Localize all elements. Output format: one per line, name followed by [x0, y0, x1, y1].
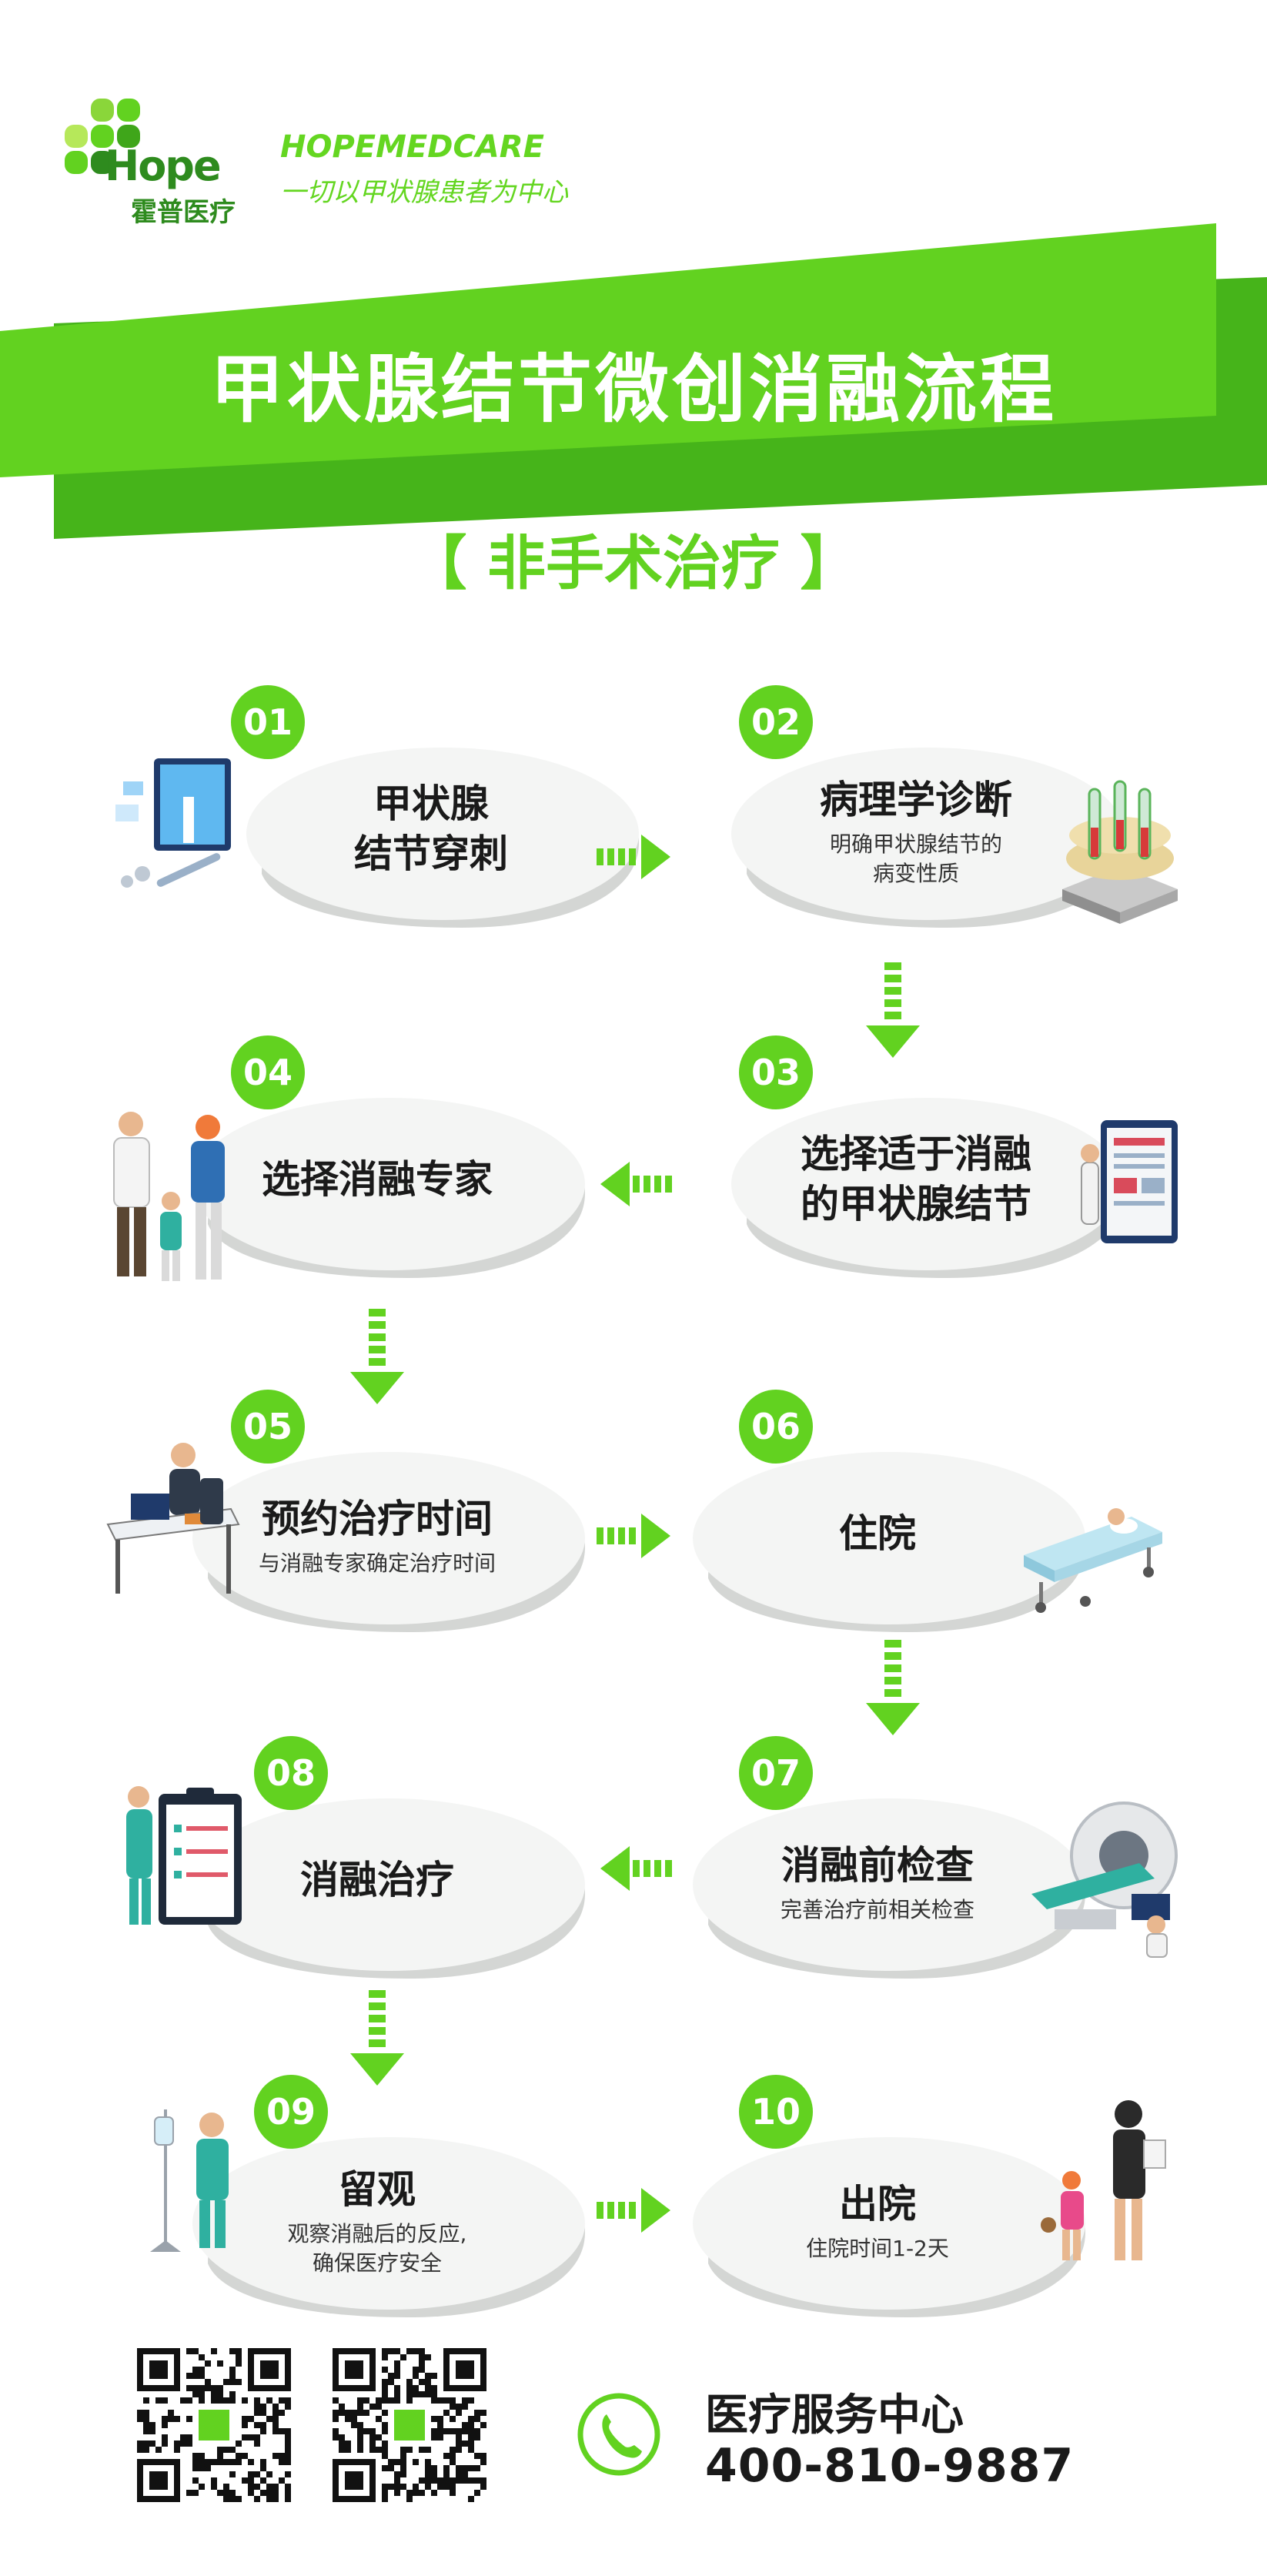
step-number-badge: 05: [231, 1390, 305, 1464]
flow-arrow-right: [597, 2183, 670, 2240]
brand-name: HOPEMEDCARE: [280, 129, 544, 165]
doctor-desk-icon: [106, 1443, 240, 1594]
step-oval: [693, 1798, 1085, 1979]
doctor-family-icon: [113, 1112, 225, 1281]
page-subtitle: 【 非手术治疗 】: [408, 529, 859, 597]
step-oval: [693, 1452, 1085, 1632]
step-number-badge: 10: [739, 2075, 813, 2149]
step-description: 完善治疗前相关检查: [780, 1896, 974, 1922]
step-text: 选择适于消融 的甲状腺结节: [716, 1086, 1116, 1278]
step-title: 消融前检查: [781, 1842, 974, 1888]
service-phone-number[interactable]: 400-810-9887: [705, 2439, 1075, 2493]
hospital-bed-icon: [1024, 1508, 1162, 1613]
qr-code-icon[interactable]: [333, 2348, 486, 2502]
step-text: 预约治疗时间与消融专家确定治疗时间: [177, 1440, 577, 1632]
flow-arrow-left: [600, 1157, 674, 1214]
step-text: 病理学诊断明确甲状腺结节的 病变性质: [716, 735, 1116, 928]
monitor-syringe-icon: [115, 758, 231, 888]
page-title: 甲状腺结节微创消融流程: [210, 346, 1057, 433]
logo-mark: [62, 99, 185, 183]
flow-arrow-down: [866, 1640, 920, 1738]
step-title: 甲状腺 结节穿刺: [354, 781, 508, 876]
walking-family-icon: [1041, 2100, 1166, 2260]
step-number-badge: 01: [231, 685, 305, 759]
clipboard-nurse-icon: [126, 1786, 242, 1925]
step-title: 选择消融专家: [262, 1156, 493, 1202]
step-number-badge: 07: [739, 1736, 813, 1810]
step-title: 消融治疗: [300, 1857, 454, 1902]
step-number-badge: 02: [739, 685, 813, 759]
step-text: 甲状腺 结节穿刺: [231, 735, 631, 928]
step-text: 选择消融专家: [177, 1086, 577, 1278]
step-text: 留观观察消融后的反应, 确保医疗安全: [177, 2125, 577, 2317]
brand-slogan: 一切以甲状腺患者为中心: [280, 177, 568, 208]
step-title: 住院: [839, 1510, 916, 1556]
step-title: 选择适于消融 的甲状腺结节: [801, 1132, 1031, 1226]
qr-code-icon[interactable]: [137, 2348, 291, 2502]
step-number-badge: 04: [231, 1035, 305, 1109]
flow-arrow-right: [597, 830, 670, 887]
step-oval: [192, 2137, 585, 2317]
title-banner: [0, 223, 1267, 539]
flow-arrow-down: [350, 1309, 404, 1407]
step-text: 消融治疗: [177, 1786, 577, 1979]
step-card-1: 甲状腺 结节穿刺: [231, 735, 662, 935]
step-description: 观察消融后的反应, 确保医疗安全: [287, 2220, 467, 2276]
flow-arrow-down: [866, 962, 920, 1061]
step-description: 明确甲状腺结节的 病变性质: [829, 831, 1002, 886]
step-text: 出院住院时间1-2天: [677, 2125, 1078, 2317]
service-center-label: 医疗服务中心: [705, 2390, 964, 2441]
step-card-5: 预约治疗时间与消融专家确定治疗时间: [177, 1440, 608, 1640]
step-oval: [192, 1798, 585, 1979]
logo-chinese-name: 霍普医疗: [131, 197, 236, 228]
step-card-2: 病理学诊断明确甲状腺结节的 病变性质: [716, 735, 1147, 935]
step-card-4: 选择消融专家: [177, 1086, 608, 1286]
step-text: 住院: [677, 1440, 1078, 1632]
test-tube-rack-icon: [1062, 780, 1178, 924]
step-card-7: 消融前检查完善治疗前相关检查: [677, 1786, 1108, 1986]
flow-arrow-right: [597, 1509, 670, 1566]
iv-drip-doctor-icon: [150, 2109, 229, 2252]
step-description: 住院时间1-2天: [806, 2235, 949, 2261]
step-oval: [731, 748, 1124, 928]
step-oval: [246, 748, 639, 928]
step-title: 病理学诊断: [820, 777, 1012, 822]
flow-arrow-down: [350, 1990, 404, 2089]
step-oval: [731, 1098, 1124, 1278]
step-number-badge: 08: [254, 1736, 328, 1810]
step-card-8: 消融治疗: [177, 1786, 608, 1986]
step-number-badge: 03: [739, 1035, 813, 1109]
step-text: 消融前检查完善治疗前相关检查: [677, 1786, 1078, 1979]
step-card-6: 住院: [677, 1440, 1108, 1640]
step-title: 出院: [839, 2181, 916, 2226]
step-number-badge: 09: [254, 2075, 328, 2149]
step-title: 预约治疗时间: [262, 1496, 493, 1541]
flow-arrow-left: [600, 1842, 674, 1899]
step-card-10: 出院住院时间1-2天: [677, 2125, 1108, 2325]
step-number-badge: 06: [739, 1390, 813, 1464]
step-title: 留观: [339, 2166, 416, 2212]
step-card-9: 留观观察消融后的反应, 确保医疗安全: [177, 2125, 608, 2325]
ct-scanner-icon: [1031, 1802, 1178, 1958]
step-card-3: 选择适于消融 的甲状腺结节: [716, 1086, 1147, 1286]
step-description: 与消融专家确定治疗时间: [258, 1550, 496, 1576]
logo-wordmark: Hope: [105, 142, 222, 190]
step-oval: [192, 1452, 585, 1632]
step-oval: [693, 2137, 1085, 2317]
phone-icon[interactable]: [576, 2391, 662, 2477]
step-oval: [192, 1098, 585, 1278]
tablet-report-icon: [1081, 1120, 1178, 1243]
